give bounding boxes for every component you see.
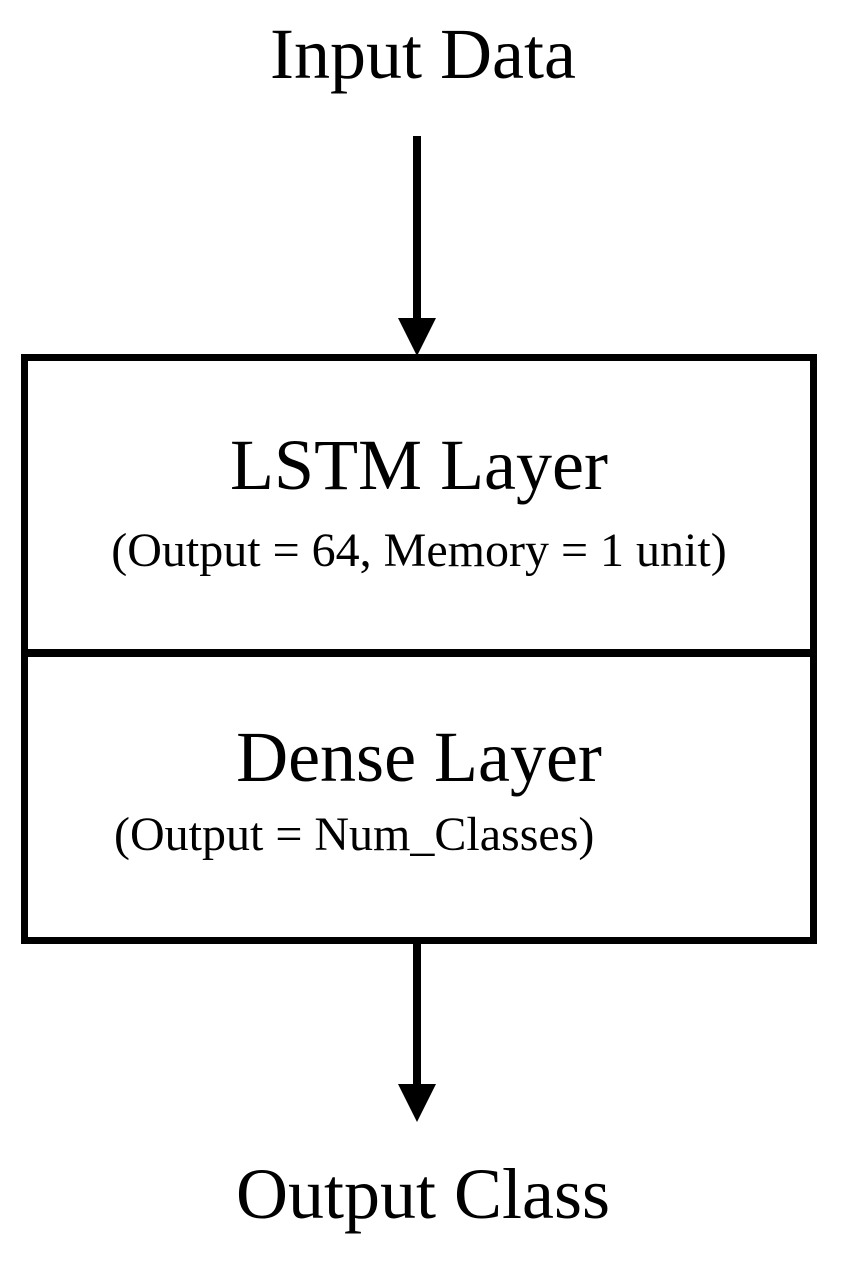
output-arrow-head (398, 1084, 436, 1122)
layer-divider (28, 649, 810, 657)
lstm-layer-title: LSTM Layer (230, 425, 608, 505)
dense-layer-subtitle: (Output = Num_Classes) (114, 808, 595, 861)
output-arrow-line (413, 942, 421, 1092)
lstm-layer-subtitle: (Output = 64, Memory = 1 unit) (111, 524, 727, 577)
input-arrow-line (413, 136, 421, 326)
dense-layer-title: Dense Layer (236, 717, 602, 797)
output-class-label: Output Class (235, 1154, 611, 1234)
input-arrow-head (398, 318, 436, 356)
input-data-label: Input Data (270, 14, 576, 94)
model-box: LSTM Layer (Output = 64, Memory = 1 unit… (21, 354, 817, 944)
